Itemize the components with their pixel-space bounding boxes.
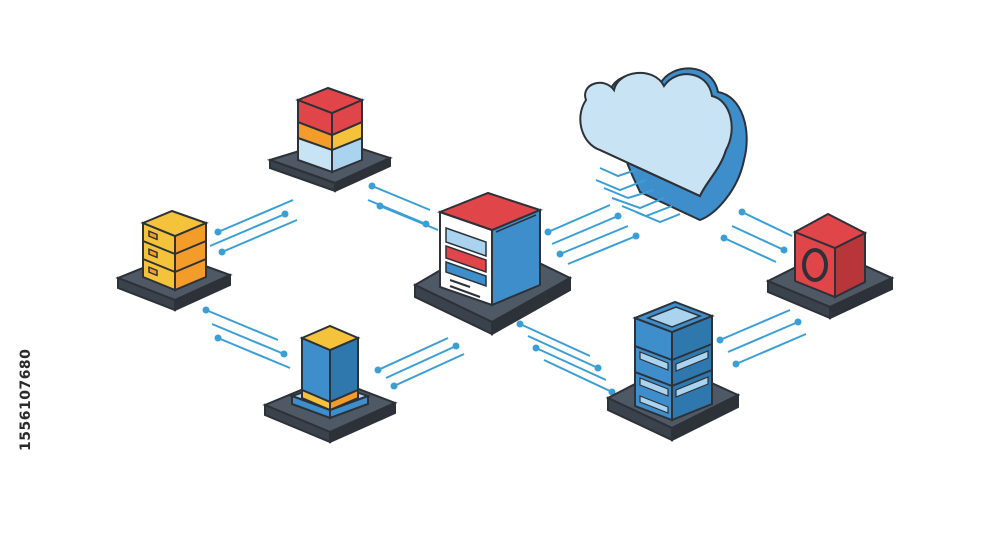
connection-line (731, 225, 785, 251)
image-id-text: 1556107680 (18, 348, 34, 452)
connection-line (723, 237, 777, 263)
connection-dot (452, 342, 460, 350)
cloud-icon (579, 67, 748, 222)
connection-line (727, 321, 799, 353)
connection-line (217, 199, 294, 233)
red-storage-node (765, 212, 895, 320)
connection-dot (376, 202, 384, 210)
connection-dot (614, 212, 622, 220)
connection-dot (720, 234, 728, 242)
connection-line (209, 213, 286, 247)
blue-server-rack-icon (632, 300, 715, 422)
connection-line (543, 359, 613, 393)
connection-dot (532, 344, 540, 352)
connection-line (371, 185, 431, 211)
connection-dot (516, 320, 524, 328)
red-storage-box-icon (792, 212, 868, 299)
connection-dot (732, 360, 740, 368)
connection-line (535, 347, 607, 381)
blue-cube-icon (299, 324, 361, 412)
connection-dot (556, 250, 564, 258)
cloud-data-streams (595, 167, 681, 224)
connection-dot (281, 210, 289, 218)
central-server-node (412, 191, 573, 336)
connection-dot (202, 306, 210, 314)
connection-dot (632, 232, 640, 240)
connection-line (567, 235, 637, 265)
connection-dot (218, 248, 226, 256)
connection-dot (214, 228, 222, 236)
blue-server-node (605, 300, 741, 442)
connection-line (741, 211, 793, 237)
connection-dot (780, 246, 788, 254)
gold-server-rack-icon (140, 209, 209, 292)
connection-line (221, 219, 298, 253)
connection-dot (738, 208, 746, 216)
connection-line (719, 309, 791, 341)
connection-dot (794, 318, 802, 326)
connection-line (217, 337, 291, 369)
storage-ring-icon (802, 248, 828, 282)
blue-cube-node (262, 324, 398, 444)
connection-line (551, 215, 619, 245)
connection-line (519, 323, 591, 357)
connection-lines (202, 182, 807, 396)
connection-dot (368, 182, 376, 190)
data-stack-node (266, 86, 393, 193)
connection-dot (544, 228, 552, 236)
connection-dot (374, 366, 382, 374)
connection-dot (214, 334, 222, 342)
connection-dot (608, 388, 616, 396)
connection-dot (280, 350, 288, 358)
connection-line (205, 309, 279, 341)
connection-line (393, 353, 465, 387)
connection-dot (390, 382, 398, 390)
layered-block-icon (295, 86, 365, 174)
connection-line (547, 204, 611, 233)
central-server-tower-icon (437, 191, 543, 307)
connection-line (559, 225, 629, 255)
connection-line (527, 335, 599, 369)
platform-side (334, 156, 391, 193)
connection-line (379, 205, 439, 231)
connection-dot (594, 364, 602, 372)
connection-line (377, 337, 449, 371)
cloud-node (579, 67, 748, 224)
connection-line (211, 323, 285, 355)
gold-server-node (115, 209, 233, 312)
connection-dot (716, 336, 724, 344)
connection-line (385, 345, 457, 379)
connection-line (735, 333, 807, 365)
